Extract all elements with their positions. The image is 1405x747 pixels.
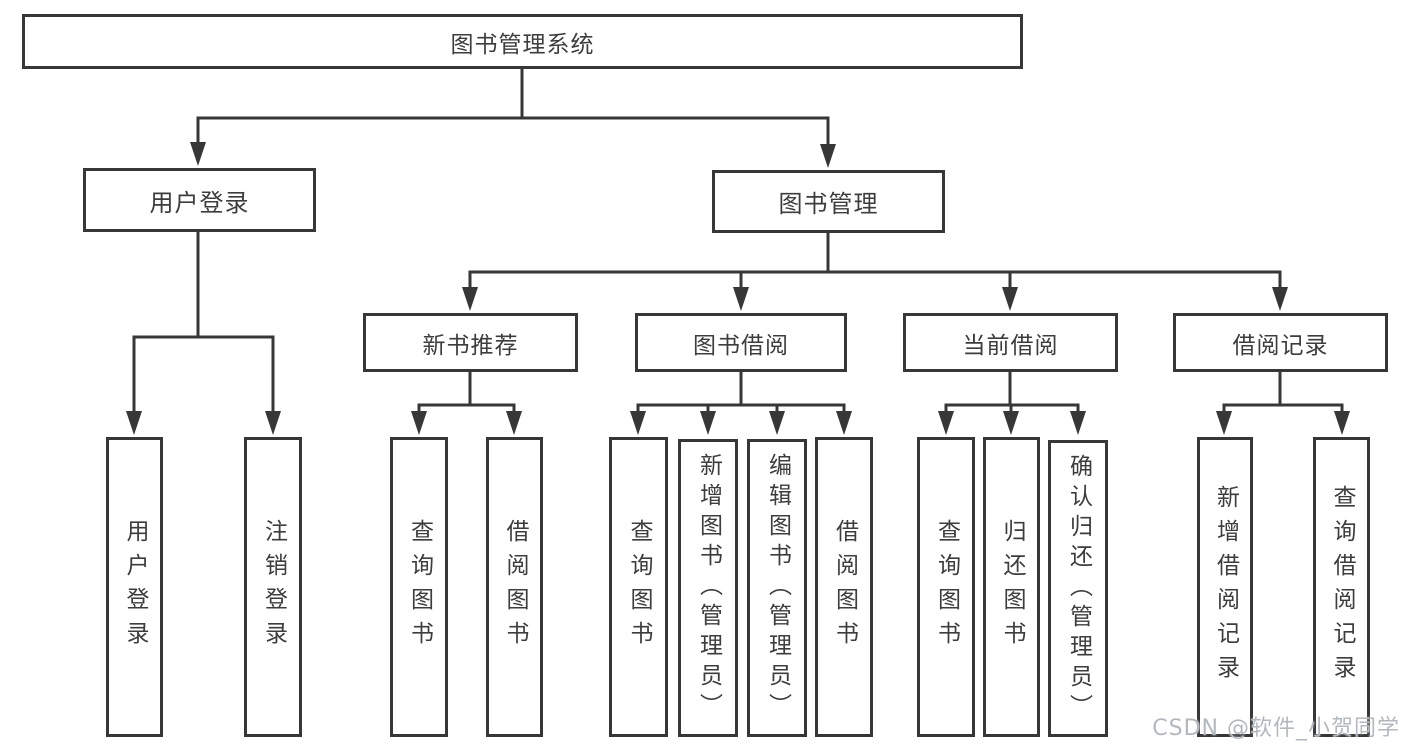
node-label: 借阅图书	[831, 519, 858, 655]
csdn-watermark: CSDN @软件_小贺同学	[1152, 716, 1400, 741]
node-label: 借阅记录	[1232, 332, 1329, 359]
node-label: 新增图书（管理员）	[695, 453, 722, 723]
node-label: 归还图书	[999, 519, 1025, 655]
node-label: 图书管理	[778, 190, 879, 218]
node-label: 当前借阅	[962, 332, 1059, 359]
leaf-borrow-query-books: 查询图书	[609, 437, 668, 737]
node-label: 图书借阅	[693, 332, 789, 359]
node-label: 注销登录	[260, 519, 287, 655]
node-label: 图书管理系统	[450, 31, 595, 58]
node-current-borrowing: 当前借阅	[903, 313, 1118, 372]
leaf-borrow-borrow-books: 借阅图书	[815, 437, 873, 737]
leaf-borrow-add-books-admin: 新增图书（管理员）	[678, 439, 738, 737]
node-borrowing-records: 借阅记录	[1173, 313, 1388, 372]
node-library-management-system: 图书管理系统	[22, 14, 1023, 69]
node-label: 用户登录	[149, 188, 250, 217]
leaf-recommend-borrow-books: 借阅图书	[486, 437, 543, 737]
leaf-records-query-record: 查询借阅记录	[1313, 437, 1370, 737]
leaf-user-login: 用户登录	[106, 437, 163, 737]
node-label: 查询图书	[406, 519, 433, 655]
leaf-current-confirm-return-admin: 确认归还（管理员）	[1048, 440, 1108, 737]
node-book-management: 图书管理	[712, 170, 945, 233]
node-label: 查询图书	[933, 519, 960, 655]
leaf-recommend-query-books: 查询图书	[390, 437, 448, 737]
node-label: 新增借阅记录	[1212, 485, 1239, 689]
node-label: 借阅图书	[502, 519, 528, 655]
node-label: 确认归还（管理员）	[1065, 453, 1092, 724]
leaf-records-add-record: 新增借阅记录	[1197, 437, 1253, 737]
leaf-borrow-edit-books-admin: 编辑图书（管理员）	[747, 439, 807, 737]
node-label: 编辑图书（管理员）	[764, 453, 791, 723]
node-label: 新书推荐	[422, 332, 519, 359]
node-label: 用户登录	[122, 519, 148, 655]
node-user-login: 用户登录	[83, 168, 316, 232]
node-book-borrowing: 图书借阅	[635, 313, 847, 372]
leaf-logout: 注销登录	[244, 437, 302, 737]
leaf-current-return-books: 归还图书	[983, 437, 1040, 737]
leaf-current-query-books: 查询图书	[917, 437, 975, 737]
node-label: 查询借阅记录	[1329, 485, 1355, 689]
node-label: 查询图书	[626, 519, 652, 655]
node-new-book-recommend: 新书推荐	[363, 313, 578, 372]
